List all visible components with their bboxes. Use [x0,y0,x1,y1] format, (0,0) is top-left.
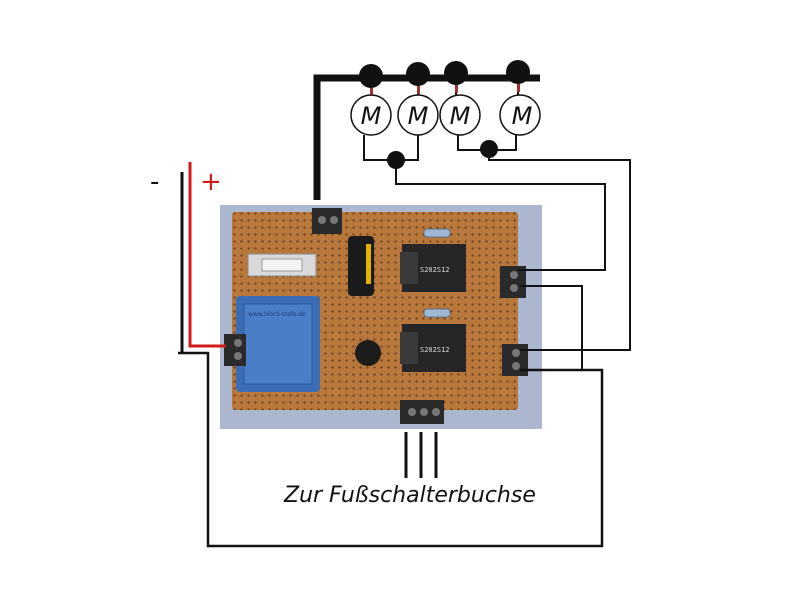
negative-bottom-wire [178,351,604,548]
positive-wire [188,162,226,348]
motor-1: M [350,94,392,136]
motor-4: M [499,94,541,136]
motor-2: M [397,94,439,136]
footswitch-wires [404,432,438,478]
svg-text:S202S12: S202S12 [420,266,450,274]
capacitor [348,236,374,296]
supply-bus-wire [313,74,540,200]
resistor-middle [423,308,451,318]
minus-sign: - [150,167,159,197]
motor-3-label: M [450,102,471,130]
plus-sign: + [200,167,222,197]
relay-top: S202S12 [400,244,466,292]
relay-bottom: S202S12 [400,324,466,372]
transformer-marking: www.block-trafo.de [248,311,306,318]
terminal-left [224,334,246,366]
motor-3: M [439,94,481,136]
terminal-bottom [400,400,444,424]
resistor-top [423,228,451,238]
motor-4-label: M [512,102,533,130]
motor-1-label: M [361,102,382,130]
fuse-holder [247,253,317,277]
footswitch-caption: Zur Fußschalterbuchse [283,483,536,508]
return-junctions [387,140,498,169]
buzzer [355,340,381,366]
terminal-top [312,208,342,234]
svg-text:S202S12: S202S12 [420,346,450,354]
transformer: www.block-trafo.de [236,296,320,392]
relay-link-wire [520,285,583,370]
bus-junction-accents [370,84,520,96]
terminal-relay-top [500,266,526,298]
bus-junctions [359,60,530,88]
motor-2-label: M [408,102,429,130]
